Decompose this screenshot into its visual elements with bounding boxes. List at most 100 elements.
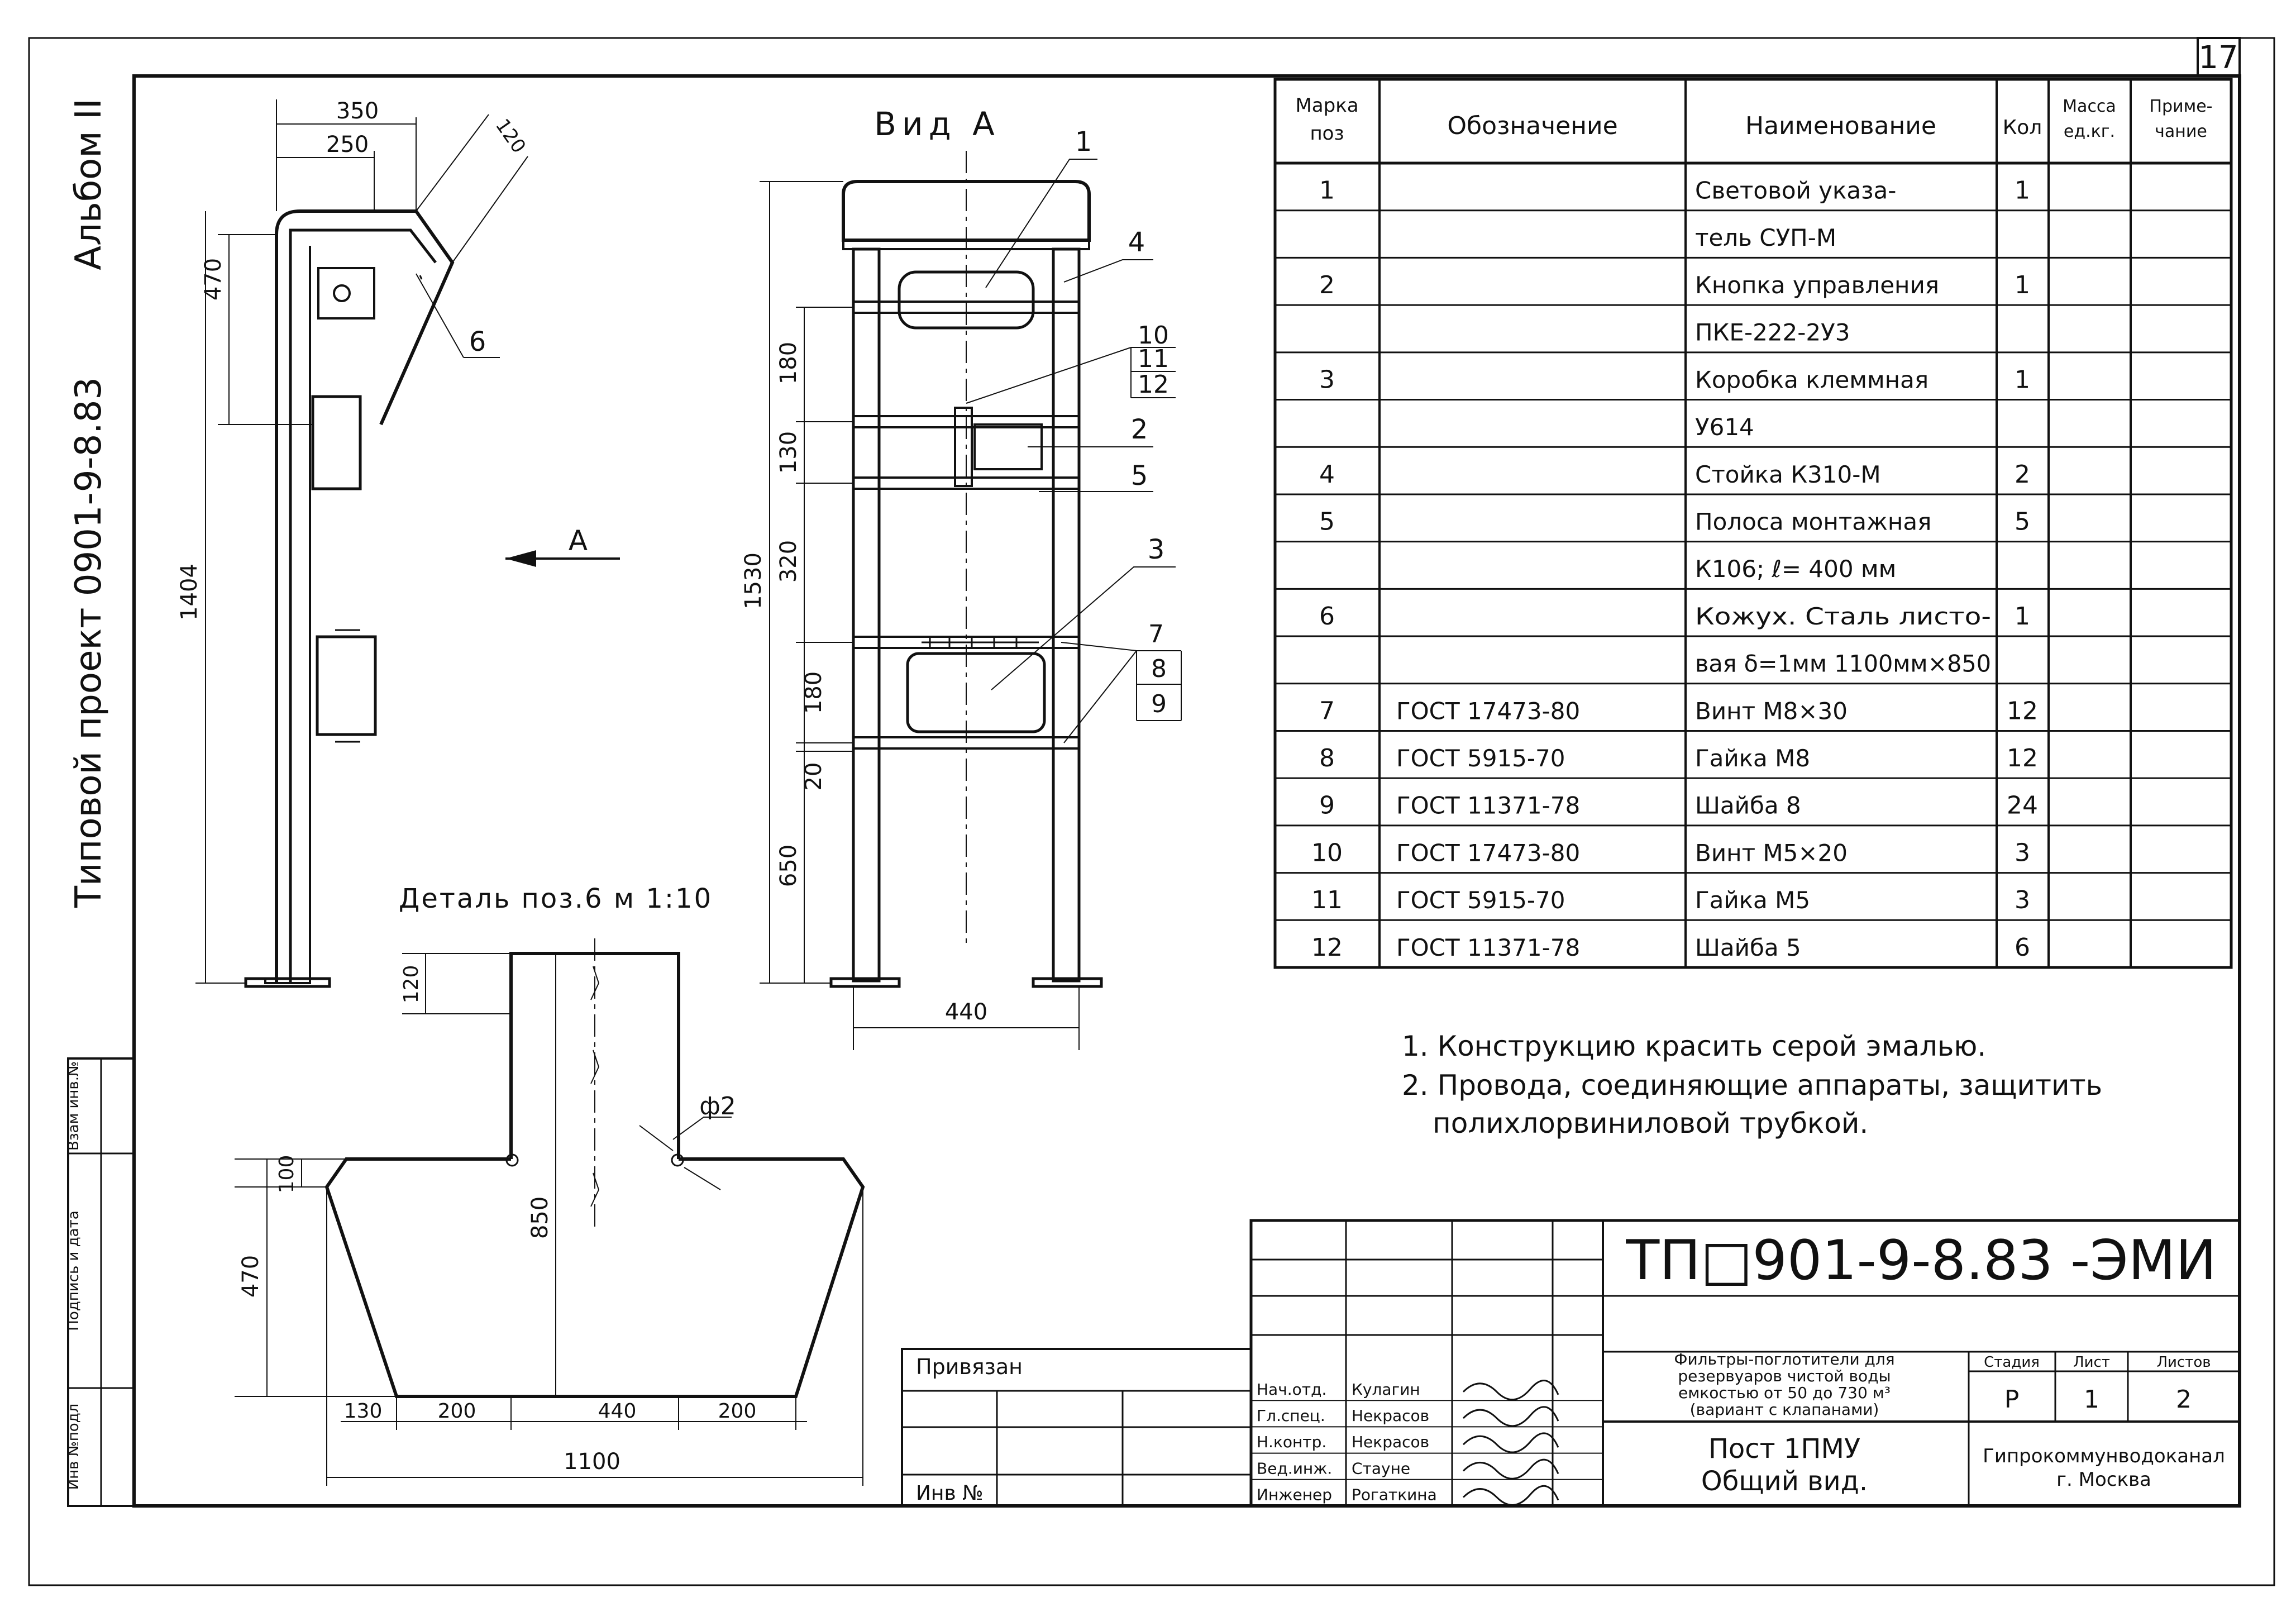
callout-5: 5 [1131,460,1148,492]
note-2: 2. Провода, соединяющие аппараты, защити… [1402,1069,2102,1101]
stage-value: Р [2004,1385,2020,1414]
detail-dim-200-right: 200 [718,1400,757,1423]
role-title: Н.контр. [1257,1433,1326,1451]
sheet-number-box [2197,37,2241,77]
dim-470: 470 [201,258,226,301]
bom-cell-name: Шайба 5 [1695,934,1801,961]
bom-cell-name: вая δ=1мм 1100мм×850 [1695,650,1991,678]
margin-label-vzam: Взам инв.№ [65,1061,82,1151]
notes: 1. Конструкцию красить серой эмалью. 2. … [1402,1030,2102,1139]
bom-cell-name: У614 [1695,413,1754,441]
callout-10: 10 [1138,321,1169,350]
title-desc-1: Фильтры-поглотители для [1674,1350,1894,1368]
detail-dim-470: 470 [238,1255,264,1298]
bom-cell-name: Гайка М5 [1695,886,1810,914]
bom-cell-name: Шайба 8 [1695,792,1801,819]
note-2-continued: полихлорвиниловой трубкой. [1433,1107,1868,1139]
detail-dim-130: 130 [344,1400,383,1423]
signature-mark [1462,1432,1559,1453]
bom-cell-pos: 6 [1319,602,1335,631]
callout-3: 3 [1148,534,1165,565]
bom-cell-code: ГОСТ 11371-78 [1396,792,1580,819]
callout-7: 7 [1148,620,1164,648]
bom-cell-qty: 12 [2007,744,2038,772]
stage-label: Стадия [1984,1354,2040,1371]
bom-cell-pos: 7 [1319,697,1335,725]
bom-cell-qty: 1 [2015,271,2030,299]
callout-6-side: 6 [469,326,486,357]
callout-11: 11 [1138,345,1169,373]
detail-dim-440: 440 [598,1400,637,1423]
bom-cell-qty: 3 [2015,838,2030,867]
role-title: Нач.отд. [1257,1380,1326,1399]
sheets-label: Листов [2156,1354,2211,1371]
bom-cell-code: ГОСТ 17473-80 [1396,697,1580,724]
title-code: ТП□901-9-8.83 -ЭМИ [1625,1229,2216,1293]
album-stamp: Альбом II [68,98,109,270]
view-a-title: Вид А [874,105,1000,143]
bom-header-mass-2: ед.кг. [2064,122,2115,141]
sheet-label: Лист [2073,1354,2110,1371]
dim-320: 320 [776,540,801,583]
bom-cell-name: Стойка К310-М [1695,461,1881,488]
organization-1: Гипрокоммунводоканал [1983,1445,2225,1467]
role-name: Некрасов [1352,1406,1429,1425]
role-title: Вед.инж. [1257,1459,1332,1477]
callout-1: 1 [1075,126,1092,158]
bom-header-mass-1: Масса [2063,97,2116,116]
title-desc-3: емкостью от 50 до 730 м³ [1678,1384,1891,1402]
bound-label: Привязан [916,1355,1023,1379]
bom-cell-name: Кнопка управления [1695,271,1939,299]
bom-cell-pos: 9 [1319,791,1335,820]
bom-cell-qty: 24 [2007,791,2038,820]
detail-dim-100: 100 [275,1155,298,1194]
bom-cell-pos: 4 [1319,460,1335,489]
bom-header-note-2: чание [2155,122,2207,141]
side-view: 350 250 120 470 1404 6 А [176,98,620,988]
bom-cell-pos: 3 [1319,365,1335,394]
detail-dim-1100: 1100 [564,1449,620,1475]
dim-130: 130 [776,431,801,474]
role-name: Кулагин [1352,1380,1420,1399]
detail-dim-120: 120 [400,965,423,1004]
bom-cell-pos: 2 [1319,271,1335,299]
callout-2: 2 [1131,414,1148,445]
signature-mark [1462,1485,1559,1506]
bom-cell-name: Коробка клеммная [1695,366,1929,393]
bom-cell-qty: 1 [2015,365,2030,394]
bom-cell-pos: 5 [1319,507,1335,536]
role-name: Рогаткина [1352,1486,1437,1504]
role-name: Стауне [1352,1459,1410,1477]
view-arrow-label: А [569,524,588,557]
bom-cell-qty: 5 [2015,507,2030,536]
bom-cell-pos: 10 [1311,838,1343,867]
dim-440: 440 [945,999,987,1025]
dim-1404: 1404 [176,564,202,621]
bom-cell-pos: 8 [1319,744,1335,772]
role-title: Гл.спец. [1257,1406,1325,1425]
signature-mark [1462,1406,1559,1427]
view-arrow [505,550,536,567]
bom-header-name: Наименование [1745,112,1936,140]
dim-180-lower: 180 [801,671,827,714]
bom-cell-pos: 11 [1311,886,1343,914]
detail-title: Деталь поз.6 м 1:10 [399,883,713,914]
bom-cell-pos: 1 [1319,177,1335,205]
bom-cell-name: Световой указа- [1695,177,1896,204]
note-1: 1. Конструкцию красить серой эмалью. [1402,1030,1986,1062]
project-stamp: Типовой проект 0901-9-8.83 [68,377,109,908]
bom-cell-name: Кожух. Сталь листо- [1695,603,1991,630]
margin-table: Инв №подл Подпись и дата Взам инв.№ [65,1057,135,1507]
bom-cell-code: ГОСТ 11371-78 [1396,934,1580,961]
bom-cell-qty: 1 [2015,177,2030,205]
dim-180-upper: 180 [776,342,801,384]
signature-mark [1462,1458,1559,1480]
bom-cell-name: Винт М5×20 [1695,839,1848,866]
bom-cell-code: ГОСТ 5915-70 [1396,745,1565,772]
dim-20: 20 [801,762,827,791]
dim-250: 250 [326,132,369,158]
title-desc-2: резервуаров чистой воды [1678,1367,1891,1385]
bom-cell-name: тель СУП-М [1695,224,1836,251]
bom-header-mark-2: поз [1310,122,1344,145]
organization-2: г. Москва [2056,1468,2151,1491]
